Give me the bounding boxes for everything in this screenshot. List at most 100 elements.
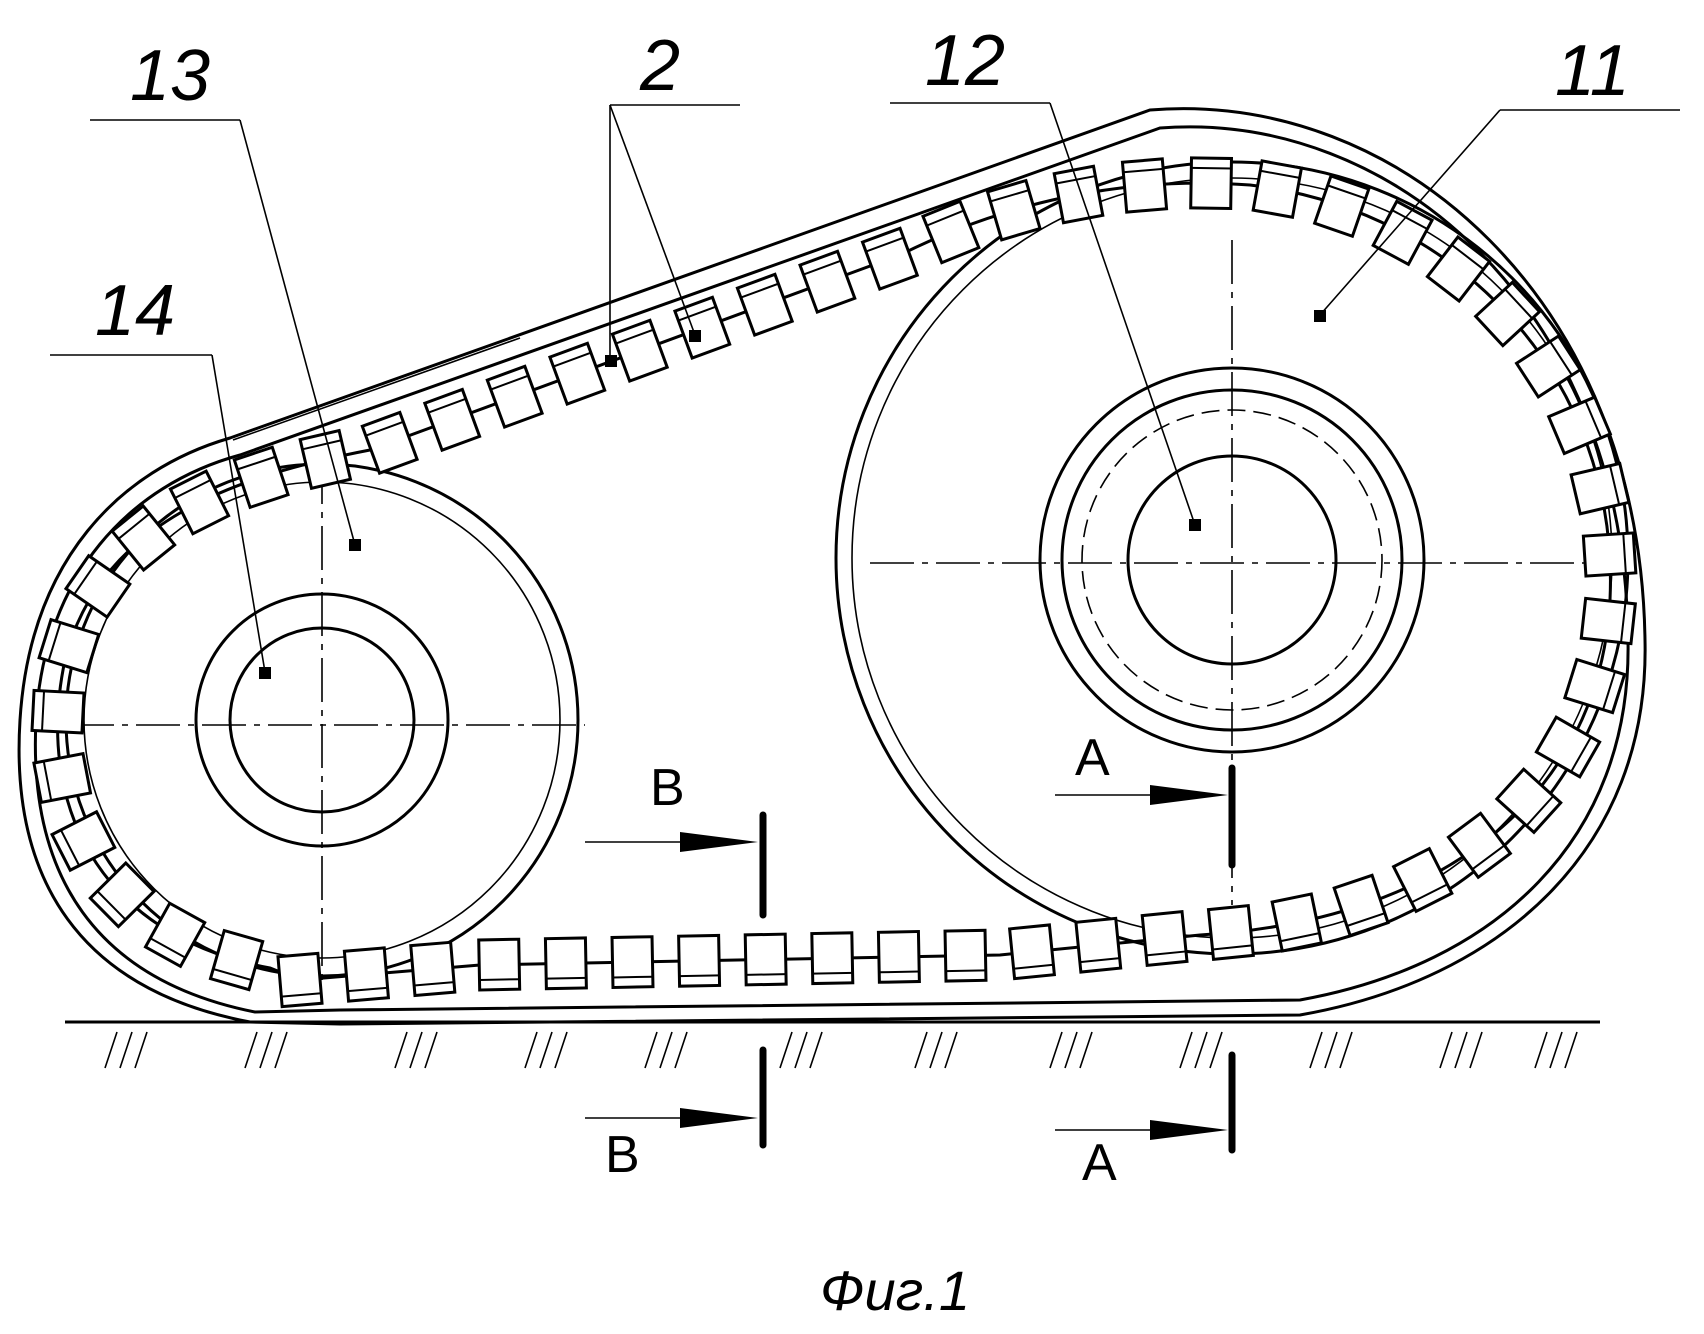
chain-link-edge [546,978,586,979]
chain-link-block [210,931,262,990]
hatch-stroke [1310,1032,1322,1068]
leader-12-dot [1189,519,1201,531]
leader-2b [610,105,695,335]
chain-link [1571,463,1629,513]
chain-link [675,297,730,358]
chain-link-block [1427,237,1489,301]
chain-link-block [550,343,605,404]
chain-link-block [1142,912,1187,966]
label-part-14: 14 [95,271,175,351]
chain-link-block [234,447,288,507]
chain-link [550,343,605,404]
chain-link [737,274,792,335]
chain-link-block [1010,925,1055,979]
hatch-stroke [425,1032,437,1068]
chain-link [39,620,99,673]
chain-link [612,937,653,988]
hatch-stroke [1065,1032,1077,1068]
hatch-stroke [675,1032,687,1068]
chain-link-block [1394,849,1452,912]
chain-link-block [675,297,730,358]
hatch-stroke [1195,1032,1207,1068]
chain-links [32,158,1636,1007]
hatch-stroke [780,1032,792,1068]
hatch-stroke [795,1032,807,1068]
hatch-stroke [1565,1032,1577,1068]
section-a-arrow-bottom-head [1150,1120,1228,1140]
hatch-stroke [645,1032,657,1068]
hatch-stroke [1050,1032,1062,1068]
leader-2b-dot [689,330,701,342]
chain-link-block [812,933,853,984]
chain-link-block [945,930,986,981]
hatch-stroke [660,1032,672,1068]
chain [32,158,1636,1007]
chain-link [800,251,855,312]
hatch-stroke [395,1032,407,1068]
chain-link [1448,813,1510,877]
chain-link [278,953,322,1006]
chain-link-block [545,938,586,989]
left-hub-inner [230,628,414,812]
chain-link [679,935,720,986]
chain-link [1191,158,1232,209]
chain-link-block [679,935,720,986]
chain-link-block [1571,463,1629,513]
ground-hatching [105,1032,1577,1068]
chain-link-block [745,934,786,985]
chain-link-block [1315,176,1369,236]
hatch-stroke [275,1032,287,1068]
hatch-stroke [1080,1032,1092,1068]
chain-link [1583,533,1635,576]
chain-link-block [1122,159,1166,212]
chain-link [612,320,667,381]
chain-link [945,930,986,981]
chain-link [545,938,586,989]
chain-link [1208,906,1253,960]
chain-link-block [1549,397,1611,453]
hatch-stroke [945,1032,957,1068]
chain-link [1334,875,1388,935]
chain-link [479,939,520,990]
hatch-stroke [525,1032,537,1068]
chain-link [1272,894,1321,951]
chain-link [878,932,919,983]
leader-2a-dot [605,355,617,367]
chain-link-block [411,942,455,995]
chain-link [210,931,262,990]
chain-link-block [1054,166,1103,223]
hatch-stroke [1470,1032,1482,1068]
chain-link-edge [1191,168,1231,169]
chain-link [52,812,115,870]
chain-link [1010,925,1055,979]
chain-link-block [425,389,480,450]
chain-link [66,556,130,617]
chain-link [745,934,786,985]
chain-link [1253,161,1301,217]
hatch-stroke [915,1032,927,1068]
chain-link [344,948,388,1001]
chain-link [1565,660,1625,713]
hatch-stroke [260,1032,272,1068]
hatch-stroke [120,1032,132,1068]
section-a-arrow-top-head [1150,785,1228,805]
leader-11-dot [1314,310,1326,322]
chain-link-block [39,620,99,673]
leader-14-dot [259,667,271,679]
chain-link [487,366,542,427]
chain-link-block [1565,660,1625,713]
hatch-stroke [930,1032,942,1068]
hatch-stroke [810,1032,822,1068]
chain-link-edge [879,972,919,973]
hatch-stroke [1325,1032,1337,1068]
chain-link-block [612,937,653,988]
chain-link-edge [946,970,986,971]
section-a-label-bottom: A [1082,1134,1117,1192]
hatch-stroke [105,1032,117,1068]
chain-link [812,933,853,984]
hatch-stroke [410,1032,422,1068]
chain-link-edge [613,977,653,978]
chain-link-block [1583,533,1635,576]
section-b-label-bottom: B [605,1126,640,1184]
